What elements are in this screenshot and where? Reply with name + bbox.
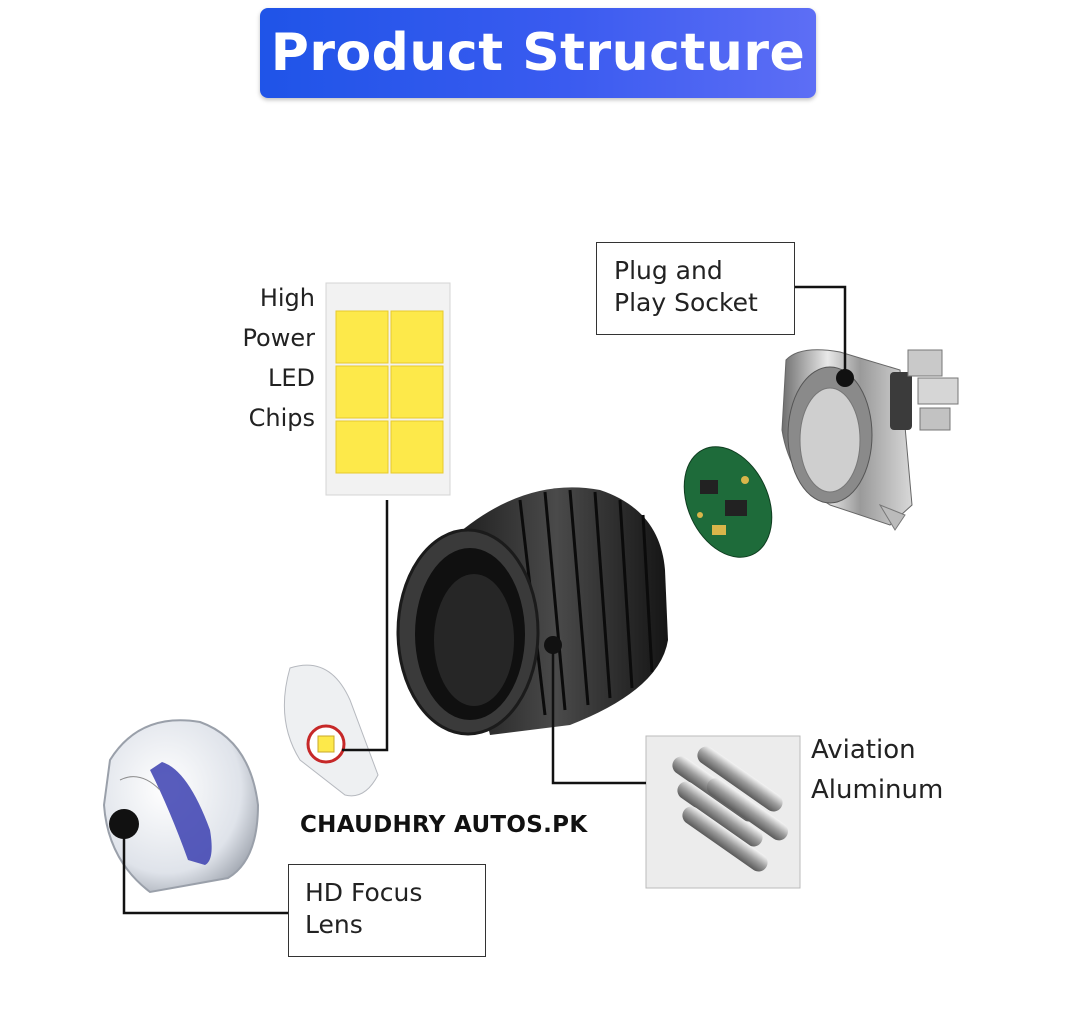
socket-connector xyxy=(795,285,847,378)
socket-label-box: Plug and Play Socket xyxy=(596,242,795,335)
aluminum-label-line-1: Aviation xyxy=(811,735,916,765)
led-chip-panel xyxy=(325,282,451,496)
lens-label-line-1: HD Focus xyxy=(305,878,423,907)
aluminum-label-line-2: Aluminum xyxy=(811,775,944,805)
lens-label-box: HD Focus Lens xyxy=(288,864,486,957)
lens-label-line-2: Lens xyxy=(305,910,363,939)
socket-label-line-2: Play Socket xyxy=(614,288,758,317)
lens-marker xyxy=(109,809,139,839)
lens-connector xyxy=(122,828,288,915)
led-bead xyxy=(283,664,379,797)
led-label-line-2: Power xyxy=(242,324,315,352)
led-label-line-4: Chips xyxy=(248,404,315,432)
led-connector xyxy=(342,500,389,752)
pcb-driver xyxy=(683,446,773,558)
aluminum-rods xyxy=(645,735,801,889)
title-banner: Product Structure xyxy=(260,8,816,98)
connector-lines xyxy=(122,285,847,915)
aluminum-marker xyxy=(544,636,562,654)
led-label-line-1: High xyxy=(259,284,315,312)
brand-text: CHAUDHRY AUTOS.PK xyxy=(300,812,588,838)
socket-part xyxy=(781,349,959,531)
socket-label-line-1: Plug and xyxy=(614,256,723,285)
socket-marker xyxy=(836,369,854,387)
lens-part xyxy=(102,719,260,894)
aluminum-housing xyxy=(396,487,668,736)
aluminum-connector xyxy=(551,645,646,785)
led-label-line-3: LED xyxy=(267,364,315,392)
page-title: Product Structure xyxy=(270,23,806,83)
